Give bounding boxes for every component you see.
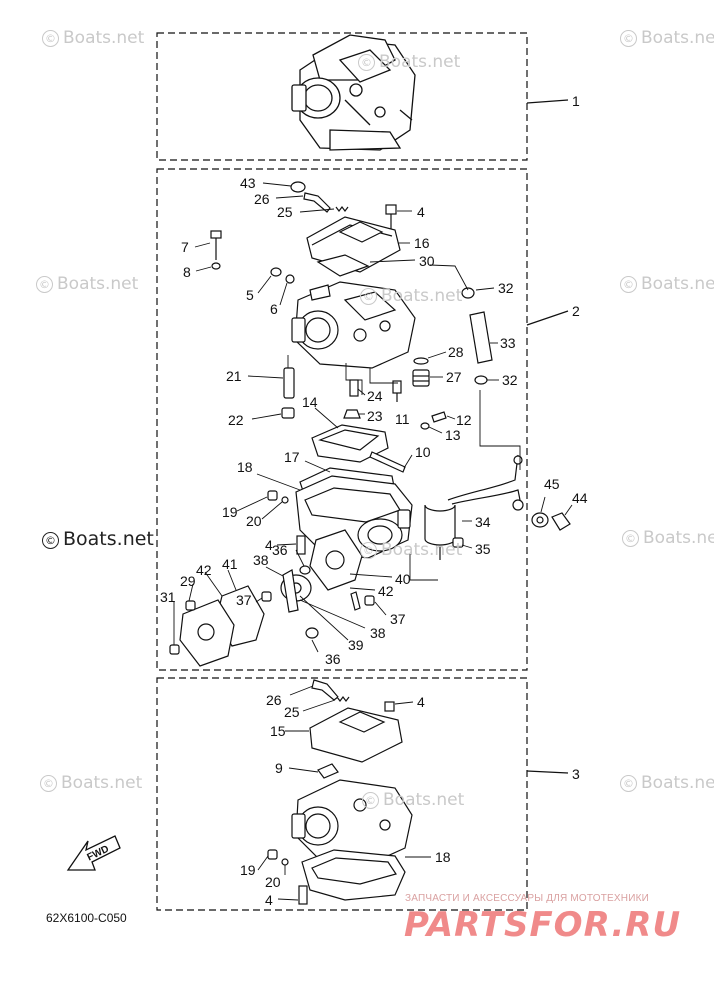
- fwd-arrow-icon: [66, 835, 121, 871]
- callout-11: 11: [395, 411, 410, 427]
- callout-19: 19: [222, 504, 238, 520]
- callout-42: 42: [378, 583, 394, 599]
- callout-40: 40: [395, 571, 411, 587]
- callout-17: 17: [284, 449, 300, 465]
- callout-42: 42: [196, 562, 212, 578]
- callout-6: 6: [270, 301, 278, 317]
- callout-12: 12: [456, 412, 472, 428]
- diagram-code: 62X6100-C050: [46, 911, 127, 925]
- callout-31: 31: [160, 589, 176, 605]
- callout-8: 8: [183, 264, 191, 280]
- callout-5: 5: [246, 287, 254, 303]
- watermark: ©Boats.net: [42, 28, 144, 48]
- watermark: ©Boats.net: [42, 528, 154, 550]
- callout-36: 36: [272, 542, 288, 558]
- frame-assembly-2: [156, 168, 528, 671]
- watermark: ©Boats.net: [622, 528, 714, 548]
- callout-26: 26: [266, 692, 282, 708]
- callout-4: 4: [417, 204, 425, 220]
- callout-4: 4: [265, 537, 273, 553]
- callout-28: 28: [448, 344, 464, 360]
- callout-4: 4: [417, 694, 425, 710]
- callout-36: 36: [325, 651, 341, 667]
- callout-45: 45: [544, 476, 560, 492]
- callout-9: 9: [275, 760, 283, 776]
- frame-assembly-3: [156, 677, 528, 911]
- callout-21: 21: [226, 368, 242, 384]
- callout-32: 32: [498, 280, 514, 296]
- callout-33: 33: [500, 335, 516, 351]
- callout-19: 19: [240, 862, 256, 878]
- callout-39: 39: [348, 637, 364, 653]
- callout-20: 20: [246, 513, 262, 529]
- watermark: ©Boats.net: [360, 286, 462, 306]
- callout-13: 13: [445, 427, 461, 443]
- callout-24: 24: [367, 388, 383, 404]
- brand-logo: PARTSFOR.RU: [404, 905, 682, 945]
- callout-15: 15: [270, 723, 286, 739]
- brand-tagline: ЗАПЧАСТИ И АКСЕССУАРЫ ДЛЯ МОТОТЕХНИКИ: [405, 893, 650, 904]
- callout-35: 35: [475, 541, 491, 557]
- callout-16: 16: [414, 235, 430, 251]
- callout-32: 32: [502, 372, 518, 388]
- callout-34: 34: [475, 514, 491, 530]
- callout-22: 22: [228, 412, 244, 428]
- watermark: ©Boats.net: [362, 790, 464, 810]
- watermark: ©Boats.net: [620, 274, 714, 294]
- callout-30: 30: [419, 253, 435, 269]
- watermark: ©Boats.net: [620, 28, 714, 48]
- callout-38: 38: [253, 552, 269, 568]
- callout-27: 27: [446, 369, 462, 385]
- callout-20: 20: [265, 874, 281, 890]
- callout-25: 25: [277, 204, 293, 220]
- watermark: ©Boats.net: [40, 773, 142, 793]
- callout-43: 43: [240, 175, 256, 191]
- watermark: ©Boats.net: [360, 540, 462, 560]
- frame-assembly-1: [156, 32, 528, 161]
- callout-10: 10: [415, 444, 431, 460]
- callout-37: 37: [390, 611, 406, 627]
- callout-18: 18: [237, 459, 253, 475]
- callout-29: 29: [180, 573, 196, 589]
- carburetor-assembly-3: [267, 679, 413, 905]
- watermark: ©Boats.net: [358, 52, 460, 72]
- callout-3: 3: [572, 766, 580, 782]
- callout-44: 44: [572, 490, 588, 506]
- callout-18: 18: [435, 849, 451, 865]
- watermark: ©Boats.net: [36, 274, 138, 294]
- callout-1: 1: [572, 93, 580, 109]
- callout-23: 23: [367, 408, 383, 424]
- watermark: ©Boats.net: [620, 773, 714, 793]
- callout-38: 38: [370, 625, 386, 641]
- callout-2: 2: [572, 303, 580, 319]
- callout-37: 37: [236, 592, 252, 608]
- callout-41: 41: [222, 556, 238, 572]
- callout-7: 7: [181, 239, 189, 255]
- callout-26: 26: [254, 191, 270, 207]
- callout-25: 25: [284, 704, 300, 720]
- carburetor-assembly-1: [291, 34, 416, 151]
- callout-4: 4: [265, 892, 273, 908]
- callout-14: 14: [302, 394, 318, 410]
